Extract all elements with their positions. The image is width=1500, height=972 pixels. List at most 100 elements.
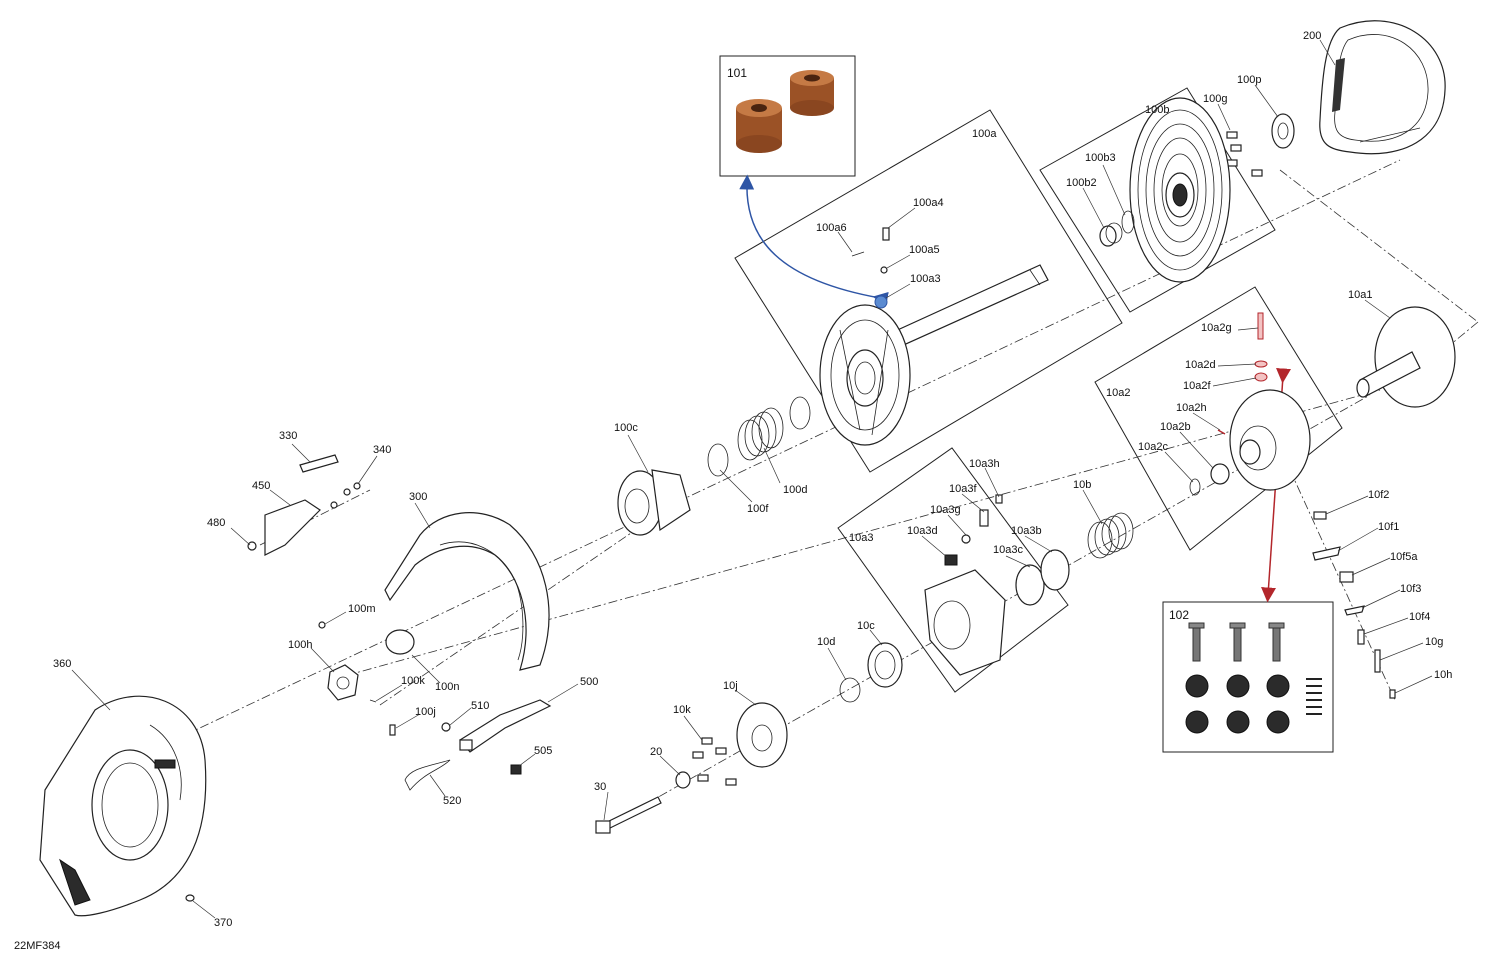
callout-100h: 100h bbox=[288, 639, 312, 651]
callout-100k: 100k bbox=[401, 675, 425, 687]
leader-lines bbox=[71, 39, 1433, 919]
callout-100a: 100a bbox=[972, 128, 997, 140]
inset-101-label: 101 bbox=[727, 66, 747, 80]
callout-100a5: 100a5 bbox=[909, 244, 940, 256]
callout-100b: 100b bbox=[1145, 104, 1169, 116]
callout-300: 300 bbox=[409, 491, 427, 503]
callout-100d: 100d bbox=[783, 484, 807, 496]
part-ring-100f bbox=[707, 396, 811, 477]
inset-101: 101 bbox=[727, 66, 834, 153]
part-screw-480 bbox=[247, 541, 257, 551]
part-bearing-100p bbox=[1271, 113, 1295, 149]
callout-10a3h: 10a3h bbox=[969, 458, 1000, 470]
kit-pins bbox=[1188, 622, 1285, 662]
callout-10a1: 10a1 bbox=[1348, 289, 1372, 301]
callout-200: 200 bbox=[1303, 30, 1321, 42]
callout-10a3c: 10a3c bbox=[993, 544, 1023, 556]
callout-10g: 10g bbox=[1425, 636, 1443, 648]
callout-100j: 100j bbox=[415, 706, 436, 718]
callout-100a6: 100a6 bbox=[816, 222, 847, 234]
callout-10f4: 10f4 bbox=[1409, 611, 1430, 623]
callout-340: 340 bbox=[373, 444, 391, 456]
callout-10a2b: 10a2b bbox=[1160, 421, 1191, 433]
part-spider-10a2 bbox=[1229, 389, 1311, 491]
part-510 bbox=[441, 722, 451, 732]
frame-10a2 bbox=[1094, 286, 1343, 551]
kit-clips bbox=[1306, 678, 1322, 715]
callout-100b3: 100b3 bbox=[1085, 152, 1116, 164]
part-plate-10j bbox=[736, 702, 788, 768]
part-cam-100c bbox=[617, 469, 691, 536]
callout-10d: 10d bbox=[817, 636, 835, 648]
part-bolt-30 bbox=[595, 796, 662, 834]
callout-520: 520 bbox=[443, 795, 461, 807]
callout-10f5a: 10f5a bbox=[1390, 551, 1418, 563]
callout-10j: 10j bbox=[723, 680, 738, 692]
callout-10f3: 10f3 bbox=[1400, 583, 1421, 595]
callout-360: 360 bbox=[53, 658, 71, 670]
part-sheave-10a1 bbox=[1356, 306, 1456, 408]
part-housing-360 bbox=[39, 695, 207, 917]
callout-10a2h: 10a2h bbox=[1176, 402, 1207, 414]
callout-505: 505 bbox=[534, 745, 552, 757]
part-100n bbox=[385, 629, 415, 655]
part-100k bbox=[369, 699, 377, 703]
callout-100g: 100g bbox=[1203, 93, 1227, 105]
callout-10a2g: 10a2g bbox=[1201, 322, 1232, 334]
part-bracket-330 bbox=[299, 454, 339, 473]
callout-100a3: 100a3 bbox=[910, 273, 941, 285]
callout-500: 500 bbox=[580, 676, 598, 688]
part-10a2-small-parts bbox=[1189, 312, 1268, 496]
callout-100n: 100n bbox=[435, 681, 459, 693]
callout-10a3f: 10a3f bbox=[949, 483, 977, 495]
part-housing-10a3 bbox=[924, 494, 1070, 676]
callout-10f1: 10f1 bbox=[1378, 521, 1399, 533]
callout-450: 450 bbox=[252, 480, 270, 492]
callout-370: 370 bbox=[214, 917, 232, 929]
callout-330: 330 bbox=[279, 430, 297, 442]
kit-rollers bbox=[1185, 674, 1290, 734]
part-spring-100d bbox=[737, 407, 784, 461]
callout-10f2: 10f2 bbox=[1368, 489, 1389, 501]
callout-10b: 10b bbox=[1073, 479, 1091, 491]
part-100m bbox=[318, 621, 326, 629]
callout-10a2c: 10a2c bbox=[1138, 441, 1168, 453]
callout-100m: 100m bbox=[348, 603, 376, 615]
callout-100c: 100c bbox=[614, 422, 638, 434]
part-sheave-100a bbox=[819, 304, 911, 446]
part-bracket-450 bbox=[264, 499, 321, 556]
part-505 bbox=[510, 764, 522, 775]
part-100j bbox=[389, 724, 396, 736]
part-cover-300 bbox=[384, 512, 550, 671]
inset-102-label: 102 bbox=[1169, 608, 1189, 622]
part-belt-200 bbox=[1319, 20, 1446, 155]
callout-10h: 10h bbox=[1434, 669, 1452, 681]
part-screws-340 bbox=[330, 482, 361, 509]
part-harness-500 bbox=[459, 699, 552, 753]
callout-10a3b: 10a3b bbox=[1011, 525, 1042, 537]
frame-10a3 bbox=[837, 447, 1069, 693]
part-ring-100b3 bbox=[1121, 210, 1135, 234]
frame-100a bbox=[734, 109, 1123, 473]
bushing-rear bbox=[790, 70, 834, 116]
callout-100a4: 100a4 bbox=[913, 197, 944, 209]
callout-510: 510 bbox=[471, 700, 489, 712]
callout-10a3d: 10a3d bbox=[907, 525, 938, 537]
part-370 bbox=[185, 894, 195, 902]
callout-20: 20 bbox=[650, 746, 662, 758]
callout-10a2f: 10a2f bbox=[1183, 380, 1211, 392]
arrow-blue-101 bbox=[739, 174, 889, 307]
part-clip-520 bbox=[404, 759, 451, 791]
part-ring-10d bbox=[839, 677, 861, 703]
callout-10a2: 10a2 bbox=[1106, 387, 1130, 399]
callout-30: 30 bbox=[594, 781, 606, 793]
drawing-code: 22MF384 bbox=[14, 940, 60, 952]
callout-10a3g: 10a3g bbox=[930, 504, 961, 516]
callout-480: 480 bbox=[207, 517, 225, 529]
callout-10k: 10k bbox=[673, 704, 691, 716]
inset-102-frame bbox=[1162, 601, 1334, 753]
part-spring-10b bbox=[1087, 512, 1134, 559]
part-100a-small-parts bbox=[851, 227, 890, 309]
callout-100f: 100f bbox=[747, 503, 769, 515]
